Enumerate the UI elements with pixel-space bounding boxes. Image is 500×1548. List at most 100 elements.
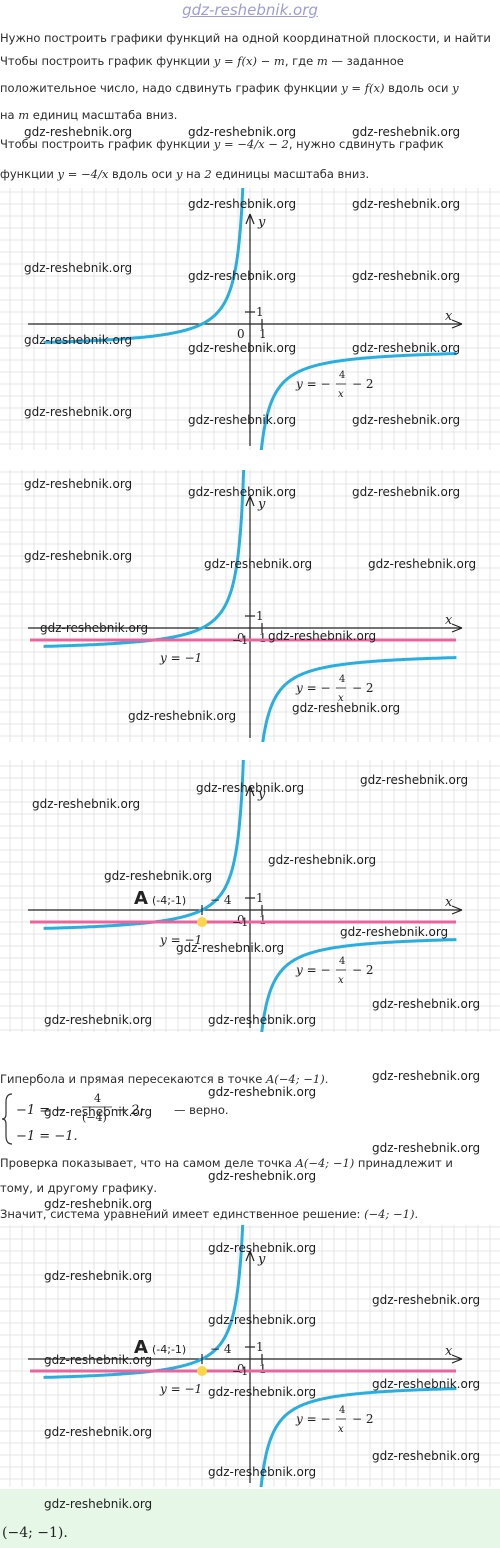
y-tick-label-1: 1 <box>256 891 264 905</box>
line-label: y = −1 <box>159 1382 202 1396</box>
watermark: gdz-reshebnik.org <box>268 853 377 867</box>
origin-label: 0 <box>237 327 245 341</box>
watermark: gdz-reshebnik.org <box>176 941 285 955</box>
watermark: gdz-reshebnik.org <box>44 1497 153 1511</box>
origin-label: 0 <box>237 631 245 645</box>
x-axis-label: x <box>445 309 453 324</box>
watermark: gdz-reshebnik.org <box>188 125 297 139</box>
y-axis-arrow <box>245 1250 255 1262</box>
y-tick-label-1: 1 <box>256 1340 264 1354</box>
watermark: gdz-reshebnik.org <box>352 341 461 355</box>
answer-box: (−4; −1). <box>0 1489 500 1548</box>
watermark: gdz-reshebnik.org <box>24 333 133 347</box>
y-axis-label: y <box>257 1252 266 1267</box>
watermark: gdz-reshebnik.org <box>188 413 297 427</box>
x-tick-label-1: 1 <box>259 1362 267 1376</box>
intro-line-6: функции y = −4/x вдоль оси y на 2 единиц… <box>0 167 370 181</box>
hyperbola-label: y = − <box>295 377 331 391</box>
hyperbola-label-tail: − 2 <box>352 1412 374 1426</box>
check-line-1: Проверка показывает, что на самом деле т… <box>0 1156 453 1170</box>
check-line-2: тому, и другому графику. <box>0 1181 158 1195</box>
sys-row2: −1 = −1. <box>16 1129 78 1144</box>
point-a <box>197 917 207 927</box>
hyperbola-right-branch <box>261 656 457 742</box>
y-axis-label: y <box>257 497 266 512</box>
watermark: gdz-reshebnik.org <box>208 1313 317 1327</box>
hyperbola-label-num: 4 <box>339 1405 345 1416</box>
watermark: gdz-reshebnik.org <box>208 1385 317 1399</box>
watermark: gdz-reshebnik.org <box>268 629 377 643</box>
watermark: gdz-reshebnik.org <box>24 477 133 491</box>
x-tick-label-1: 1 <box>259 913 267 927</box>
x-tick-label-1: 1 <box>259 327 267 341</box>
watermark: gdz-reshebnik.org <box>372 997 481 1011</box>
watermark: gdz-reshebnik.org <box>208 1465 317 1479</box>
hyperbola-label-den: x <box>338 693 344 704</box>
watermark: gdz-reshebnik.org <box>128 709 237 723</box>
point-a-coords: (-4;-1) <box>152 1343 186 1356</box>
point-a-coords: (-4;-1) <box>152 894 186 907</box>
watermark: gdz-reshebnik.org <box>372 1069 481 1083</box>
watermark: gdz-reshebnik.org <box>372 1377 481 1391</box>
x-axis-arrow <box>451 319 463 329</box>
point-a-label: A <box>134 1337 148 1358</box>
y-axis-arrow <box>245 213 255 225</box>
watermark: gdz-reshebnik.org <box>44 1013 153 1027</box>
watermark: gdz-reshebnik.org <box>44 1425 153 1439</box>
hyperbola-label: y = − <box>295 1412 331 1426</box>
intro-line-1: Нужно построить графики функций на одной… <box>0 31 491 45</box>
y-axis-arrow <box>245 495 255 507</box>
watermark: gdz-reshebnik.org <box>352 125 461 139</box>
site-title-link[interactable]: gdz-reshebnik.org <box>182 1 318 19</box>
watermark: gdz-reshebnik.org <box>32 797 141 811</box>
watermark: gdz-reshebnik.org <box>372 1141 481 1155</box>
watermark: gdz-reshebnik.org <box>104 869 213 883</box>
hyperbola-label-den: x <box>338 389 344 400</box>
intro-line-4: на m единиц масштаба вниз. <box>0 108 178 122</box>
equation-system: −1 = − 4 (−4) − 2; −1 = −1. — верно. <box>1 1090 242 1148</box>
y-tick-label-1: 1 <box>256 305 264 319</box>
hyperbola-right-branch <box>260 938 457 1032</box>
watermark: gdz-reshebnik.org <box>40 621 149 635</box>
y-axis-arrow <box>245 785 255 797</box>
origin-label: 0 <box>237 913 245 927</box>
watermark: gdz-reshebnik.org <box>24 405 133 419</box>
watermark: gdz-reshebnik.org <box>188 197 297 211</box>
watermark: gdz-reshebnik.org <box>24 125 133 139</box>
watermark: gdz-reshebnik.org <box>372 1449 481 1463</box>
hyperbola-right-branch <box>259 352 457 450</box>
answer-value: (−4; −1). <box>2 1525 68 1541</box>
hyperbola-label-den: x <box>338 975 344 986</box>
watermark: gdz-reshebnik.org <box>352 269 461 283</box>
watermark: gdz-reshebnik.org <box>352 197 461 211</box>
watermark: gdz-reshebnik.org <box>340 925 449 939</box>
watermark: gdz-reshebnik.org <box>204 557 313 571</box>
watermark: gdz-reshebnik.org <box>24 261 133 275</box>
x-axis-label: x <box>445 1344 453 1359</box>
watermark: gdz-reshebnik.org <box>188 269 297 283</box>
watermark: gdz-reshebnik.org <box>352 413 461 427</box>
hyperbola-right-branch <box>259 1387 457 1487</box>
y-axis-label: y <box>257 787 266 802</box>
sys-row1-num: 4 <box>94 1092 101 1105</box>
intro-line-5: Чтобы построить график функции y = −4/x … <box>0 137 444 151</box>
watermark: gdz-reshebnik.org <box>208 1013 317 1027</box>
watermark: gdz-reshebnik.org <box>360 773 469 787</box>
watermark: gdz-reshebnik.org <box>188 341 297 355</box>
hyperbola-label: y = − <box>295 681 331 695</box>
x-axis-arrow <box>451 905 463 915</box>
x-tick-label-minus-4: − 4 <box>210 893 232 907</box>
intersect-text: Гипербола и прямая пересекаются в точке … <box>0 1072 329 1086</box>
watermark: gdz-reshebnik.org <box>44 1197 153 1211</box>
watermark: gdz-reshebnik.org <box>208 1169 317 1183</box>
y-tick-label-minus-1: −1 <box>232 634 248 647</box>
y-tick-label-minus-1: −1 <box>232 916 248 929</box>
line-label: y = −1 <box>159 651 202 665</box>
